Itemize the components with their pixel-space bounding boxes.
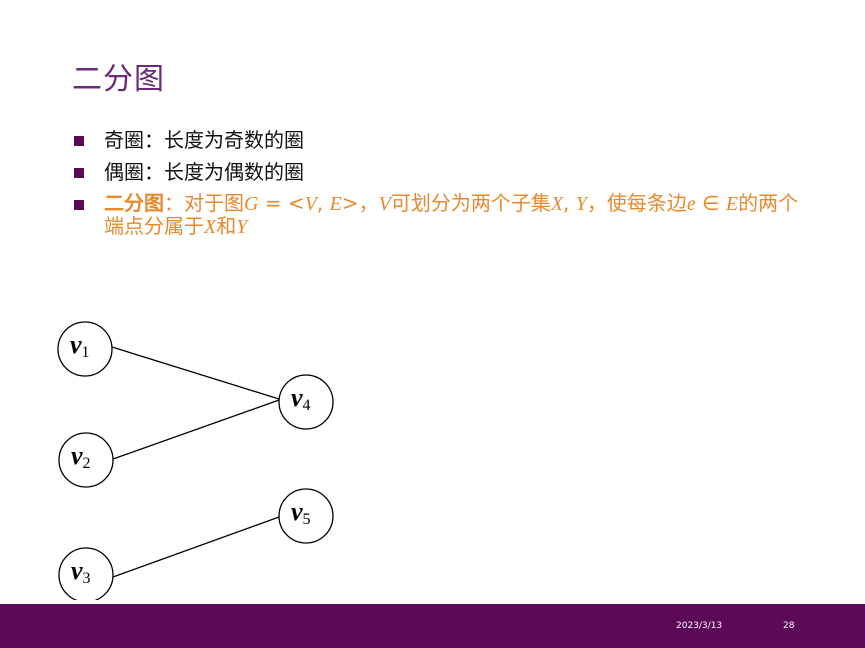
definition-text: 和	[216, 214, 237, 238]
node-label-subscript: 2	[82, 455, 91, 472]
math-symbol: X	[550, 193, 564, 215]
definition-text: ∈	[695, 191, 726, 215]
math-symbol: E	[725, 193, 739, 215]
definition-text: >，	[341, 191, 379, 215]
edge-v1-v4	[111, 346, 280, 400]
node-v1	[57, 321, 113, 377]
node-label-subscript: 1	[81, 344, 90, 361]
node-label-v2: v2	[71, 441, 91, 473]
bullet-list: 奇圈：长度为奇数的圈 偶圈：长度为偶数的圈 二分图：对于图G = <V, E>，…	[72, 128, 812, 246]
node-v5	[278, 488, 334, 544]
node-v3	[58, 547, 114, 600]
math-symbol: X	[204, 216, 217, 238]
node-v4	[278, 374, 334, 430]
definition-text: 对于图	[184, 191, 244, 215]
node-v2	[58, 432, 114, 488]
page-number: 28	[783, 621, 795, 631]
bullet-bipartite-definition: 二分图：对于图G = <V, E>，V可划分为两个子集X, Y，使每条边e ∈ …	[72, 192, 812, 238]
bullet-odd-cycle: 奇圈：长度为奇数的圈	[72, 128, 812, 152]
node-label-name: v	[71, 441, 83, 470]
node-label-v5: v5	[291, 497, 311, 529]
edge-v3-v5	[112, 516, 280, 578]
bullet-text: 长度为偶数的圈	[164, 160, 304, 184]
node-label-name: v	[291, 383, 303, 412]
bullet-even-cycle: 偶圈：长度为偶数的圈	[72, 160, 812, 184]
square-bullet-icon	[74, 168, 84, 178]
bipartite-graph-diagram: v1 v2 v3 v4 v5	[0, 300, 400, 600]
graph-svg	[57, 321, 334, 600]
math-symbol: Y	[236, 216, 248, 238]
math-symbol: G	[244, 193, 259, 215]
definition-text: ，使每条边	[586, 191, 687, 215]
node-label-name: v	[70, 330, 82, 359]
math-symbol: e	[686, 193, 696, 215]
square-bullet-icon	[74, 200, 84, 210]
slide-title: 二分图	[72, 62, 165, 97]
definition-text: ,	[316, 191, 330, 215]
node-label-subscript: 3	[82, 570, 91, 587]
node-label-v1: v1	[70, 330, 90, 362]
definition-text: ,	[563, 191, 576, 215]
bullet-separator: ：	[144, 128, 164, 152]
node-label-v4: v4	[291, 383, 311, 415]
bullet-label: 奇圈	[104, 128, 144, 152]
definition-text: 的两个端点分属于	[104, 191, 799, 238]
bullet-label: 偶圈	[104, 160, 144, 184]
bullet-separator: ：	[144, 160, 164, 184]
footer-date: 2023/3/13	[676, 621, 723, 631]
footer-bar: 2023/3/13 28	[0, 604, 865, 648]
square-bullet-icon	[74, 136, 84, 146]
definition-text: = <	[258, 191, 305, 215]
math-symbol: Y	[575, 193, 587, 215]
math-symbol: E	[329, 193, 342, 215]
definition-text: 可划分为两个子集	[390, 191, 551, 215]
node-label-subscript: 4	[302, 397, 311, 414]
math-symbol: V	[378, 193, 391, 215]
bullet-label: 二分图	[104, 191, 164, 215]
node-label-subscript: 5	[302, 511, 311, 528]
bullet-separator: ：	[164, 191, 184, 215]
math-symbol: V	[304, 193, 317, 215]
node-label-name: v	[291, 497, 303, 526]
node-label-v3: v3	[71, 556, 91, 588]
edge-v2-v4	[112, 399, 280, 460]
node-label-name: v	[71, 556, 83, 585]
bullet-text: 长度为奇数的圈	[164, 128, 304, 152]
